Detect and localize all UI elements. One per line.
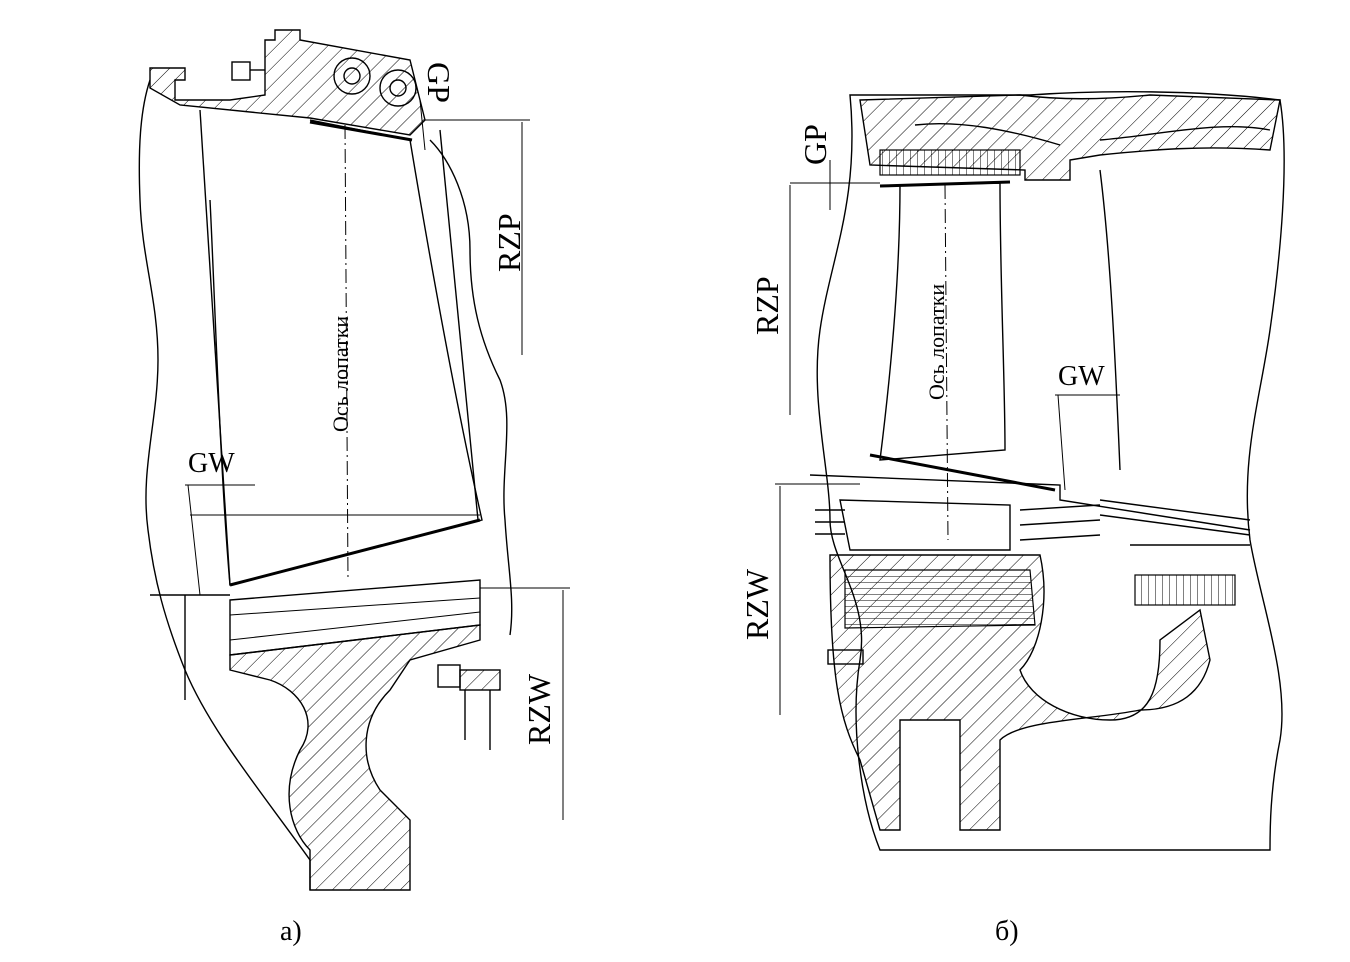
root-platform xyxy=(229,579,481,656)
gp-label: GP xyxy=(421,62,457,103)
rotor-disc xyxy=(829,554,1211,831)
gw-label: GW xyxy=(188,448,235,479)
blade-leading-edge xyxy=(199,109,231,586)
blade-axis-line xyxy=(944,184,949,541)
top-casing-block xyxy=(149,29,426,136)
blade-tip-shroud xyxy=(309,120,413,142)
root-line-2 xyxy=(229,611,481,641)
figure-a: GP RZP GW RZW Ось лопатки а) xyxy=(138,29,570,947)
gp-arrow-line xyxy=(419,99,426,151)
blade-trailing-edge xyxy=(439,129,479,521)
blade-profile xyxy=(209,119,483,586)
platform-left-fins xyxy=(815,509,845,535)
locking-pin xyxy=(827,649,864,665)
rzw-label: RZW xyxy=(521,673,557,745)
blade-axis-label: Ось лопатки xyxy=(328,316,353,432)
right-bolt-nut xyxy=(437,664,461,688)
rotor-disc xyxy=(229,624,481,891)
blade-platform xyxy=(809,474,1251,551)
rzp-label: RZP xyxy=(749,276,785,335)
blade-axis-line xyxy=(344,124,349,581)
tip-seal-comb xyxy=(879,149,1021,176)
bolt-circle-2 xyxy=(379,69,417,107)
right-bolt-flange xyxy=(459,669,501,691)
figure-a-label: а) xyxy=(280,916,302,947)
blade-root-line xyxy=(869,453,1056,492)
gp-label: GP xyxy=(797,124,833,165)
platform-right-fins xyxy=(1019,504,1101,541)
rzp-label: RZP xyxy=(491,213,527,272)
blade-tip-line xyxy=(879,180,1011,188)
inlet-seal xyxy=(150,594,230,700)
bolt-circle-1 xyxy=(333,57,371,95)
casing-left-contour xyxy=(138,79,311,890)
gw-label: GW xyxy=(1058,361,1105,392)
blade-axis-label: Ось лопатки xyxy=(924,284,949,400)
root-line-1 xyxy=(229,597,481,616)
gw-arrow-line xyxy=(1057,394,1066,491)
seal-comb-lower xyxy=(1134,574,1236,606)
diaphragm-lines xyxy=(1099,499,1251,546)
gw-arrow-line xyxy=(187,484,201,596)
bolt-circle-2-inner xyxy=(389,79,407,97)
figure-b-label: б) xyxy=(995,916,1019,947)
blade-root-shroud xyxy=(229,518,481,587)
bolt-circle-1-inner xyxy=(343,67,361,85)
bolt-head xyxy=(231,61,251,81)
blade-back-profile xyxy=(1099,169,1121,471)
casing-right-contour xyxy=(429,139,513,636)
blade-profile xyxy=(879,182,1006,461)
casing-outline xyxy=(816,91,1285,851)
top-casing-inner-channel xyxy=(914,123,1271,146)
figure-b: GP RZP GW RZW Ось лопатки б) xyxy=(739,91,1285,947)
rzw-label: RZW xyxy=(739,568,775,640)
